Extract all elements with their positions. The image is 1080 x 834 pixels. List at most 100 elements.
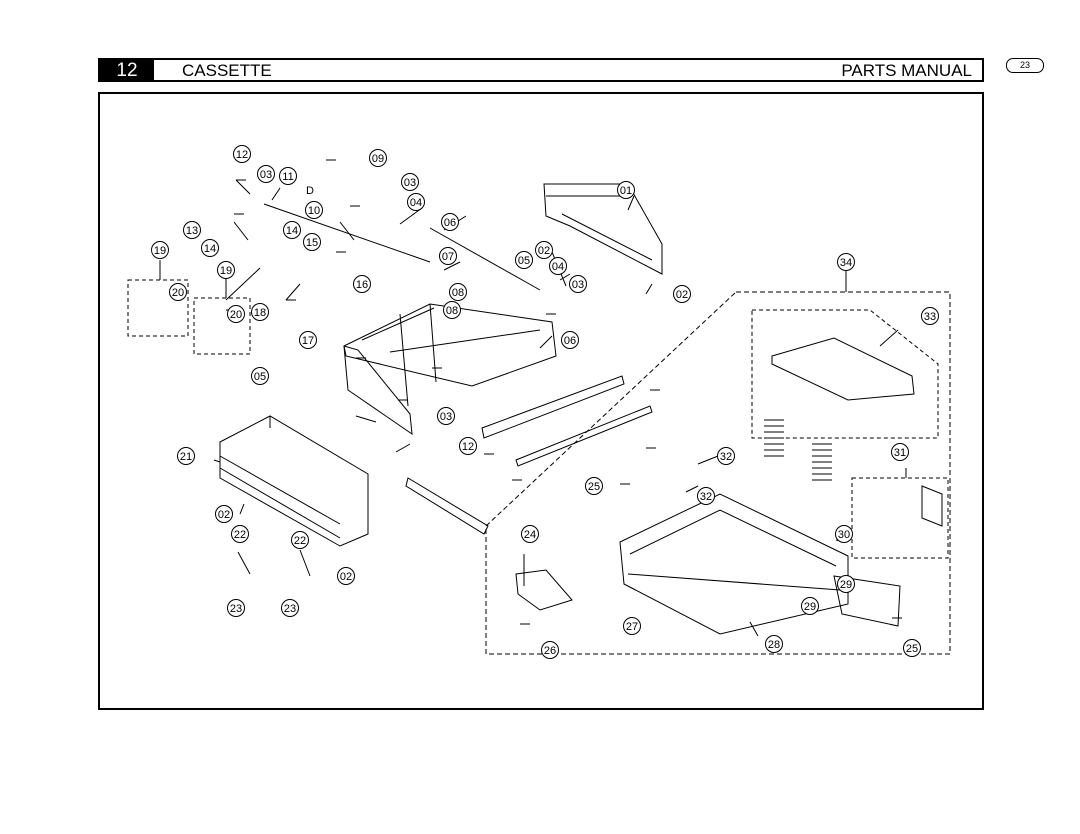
callout-label: 33: [924, 311, 936, 323]
callout-04: 04: [549, 257, 567, 275]
callout-label: 05: [518, 255, 530, 267]
callout-circle: [305, 201, 323, 219]
callout-circle: [233, 145, 251, 163]
lift-plate: [771, 337, 915, 401]
subassembly-box-34: [485, 291, 951, 655]
callout-label: 12: [236, 149, 248, 161]
section-title: CASSETTE: [182, 61, 272, 80]
callout-circle: [439, 247, 457, 265]
callout-03: 03: [437, 407, 455, 425]
frame-side-plate: [343, 345, 413, 436]
callout-26: 26: [541, 641, 559, 659]
callout-label: 16: [356, 279, 368, 291]
callout-circle: [369, 149, 387, 167]
callout-circle: [291, 531, 309, 549]
callout-06: 06: [561, 331, 579, 349]
callout-label: 05: [254, 371, 266, 383]
callout-label: 29: [840, 579, 852, 591]
callout-label: 25: [588, 481, 600, 493]
callout-circle: [549, 257, 567, 275]
callout-05: 05: [515, 251, 533, 269]
page-number: 23: [1006, 58, 1044, 73]
callout-circle: [903, 639, 921, 657]
callout-12: 12: [459, 437, 477, 455]
callout-06: 06: [441, 213, 459, 231]
callout-label: 20: [172, 287, 184, 299]
callout-29: 29: [837, 575, 855, 593]
callout-circle: [891, 443, 909, 461]
callout-label: 29: [804, 601, 816, 613]
callout-circle: [801, 597, 819, 615]
callout-label: 01: [620, 185, 632, 197]
callout-22: 22: [231, 525, 249, 543]
callout-circle: [227, 305, 245, 323]
callout-20: 20: [227, 305, 245, 323]
callout-label: 28: [768, 639, 780, 651]
callout-circle: [257, 165, 275, 183]
callout-label: 17: [302, 335, 314, 347]
callout-label: 02: [340, 571, 352, 583]
callout-05: 05: [251, 367, 269, 385]
callout-label: 20: [230, 309, 242, 321]
subassembly-box-19b: [193, 297, 251, 355]
direction-mark: D: [306, 185, 314, 197]
callout-circle: [837, 253, 855, 271]
callout-circle: [151, 241, 169, 259]
callout-label: 24: [524, 529, 536, 541]
callout-circle: [515, 251, 533, 269]
feeder-base-unit: [219, 415, 369, 547]
callout-label: 08: [452, 287, 464, 299]
callout-circle: [585, 477, 603, 495]
callout-label: 02: [676, 289, 688, 301]
leader-lines: [159, 179, 907, 637]
callout-circle: [521, 525, 539, 543]
callout-label: 12: [462, 441, 474, 453]
callout-circle: [441, 213, 459, 231]
callout-label: 03: [260, 169, 272, 181]
callout-32: 32: [697, 487, 715, 505]
callout-circle: [177, 447, 195, 465]
callout-16: 16: [353, 275, 371, 293]
direction-mark-text: D: [306, 185, 314, 197]
callout-19: 19: [151, 241, 169, 259]
callout-23: 23: [281, 599, 299, 617]
callout-circle: [569, 275, 587, 293]
callout-circle: [401, 173, 419, 191]
callout-label: 02: [218, 509, 230, 521]
callout-label: 23: [284, 603, 296, 615]
callout-07: 07: [439, 247, 457, 265]
callout-18: 18: [251, 303, 269, 321]
callout-label: 27: [626, 621, 638, 633]
callout-30: 30: [835, 525, 853, 543]
callout-circle: [765, 635, 783, 653]
section-number: 12: [100, 60, 154, 81]
callout-11: 11: [279, 167, 297, 185]
callout-03: 03: [569, 275, 587, 293]
callout-24: 24: [521, 525, 539, 543]
callout-label: 31: [894, 447, 906, 459]
callout-02: 02: [337, 567, 355, 585]
callout-33: 33: [921, 307, 939, 325]
callout-23: 23: [227, 599, 245, 617]
callout-31: 31: [891, 443, 909, 461]
callout-02: 02: [535, 241, 553, 259]
callout-32: 32: [717, 447, 735, 465]
callout-circle: [299, 331, 317, 349]
callout-circle: [535, 241, 553, 259]
callout-circle: [407, 193, 425, 211]
shaft-upper: [263, 203, 431, 263]
callout-14: 14: [283, 221, 301, 239]
callout-circle: [697, 487, 715, 505]
shaft-lower: [429, 227, 541, 291]
callout-03: 03: [257, 165, 275, 183]
callout-08: 08: [449, 283, 467, 301]
callout-14: 14: [201, 239, 219, 257]
screw-parts: [226, 159, 902, 625]
callout-label: 32: [720, 451, 732, 463]
callout-25: 25: [903, 639, 921, 657]
callout-circle: [279, 167, 297, 185]
callout-circle: [673, 285, 691, 303]
